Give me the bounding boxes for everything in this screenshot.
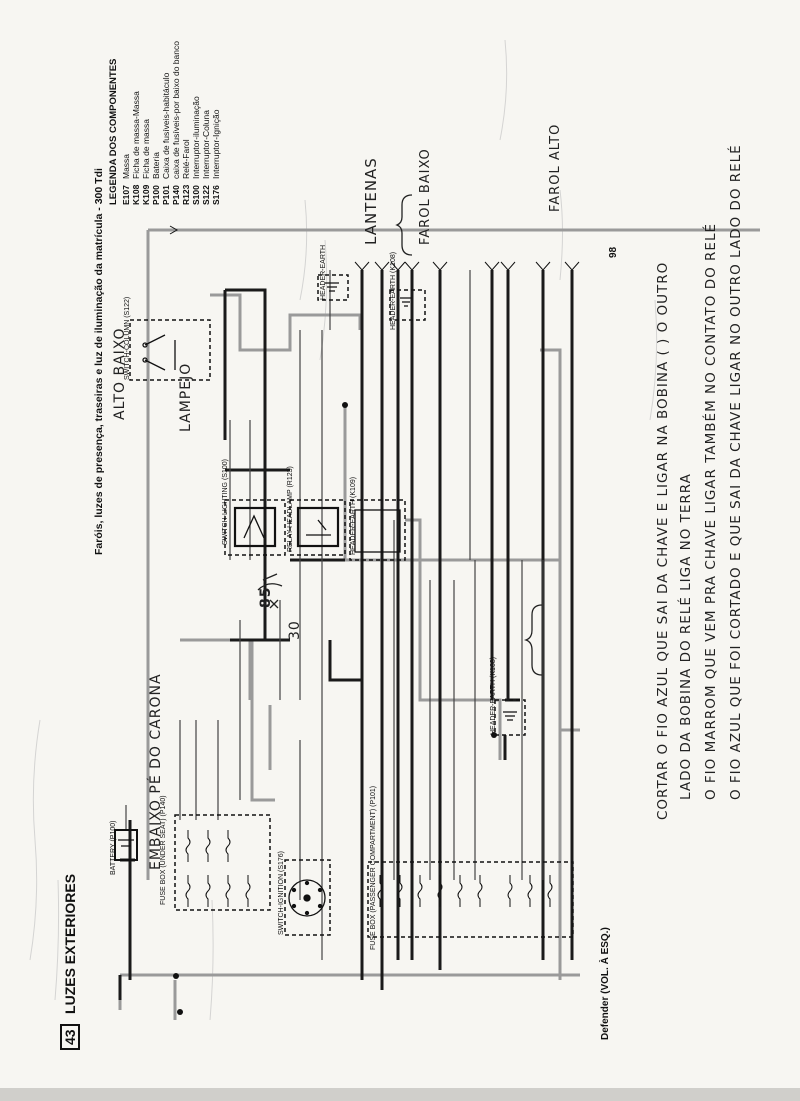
component-internals [114,282,517,917]
annotation-farol-baixo: FAROL BAIXO [418,148,433,245]
header-earth-box-c [317,274,349,301]
note-line-2: LADO DA BOBINA DO RELÉ LIGA NO TERRA [678,473,694,800]
wire-bundle-thin [125,270,544,960]
label-battery: BATTERY (P100) [110,820,117,875]
lamp-output-markers [169,225,580,271]
header-earth-box-d [494,699,526,736]
label-switch-lighting: SWITCH-LIGHTING (S100) [222,459,229,545]
annotation-farol-alto: FAROL ALTO [548,123,563,212]
note-line-3: O FIO MARROM QUE VEM PRA CHAVE LIGAR TAM… [703,223,719,800]
legend-item: E107Massa [121,153,131,205]
legend-item: S122Interruptor-Coluna [201,110,211,205]
note-line-1: CORTAR O FIO AZUL QUE SAI DA CHAVE E LIG… [655,261,671,820]
annotation-embaixo-pe: EMBAIXO PÉ DO CARONA [148,673,164,870]
label-header-earth-4: HEADER-EARTH (K108) [490,656,497,735]
label-switch-ignition: SWITCH-IGNITION (S176) [278,850,285,935]
legend-item: S176Interruptor-Ignição [211,109,221,205]
diagram-title: Faróis, luzes de presença, traseiras e l… [93,168,105,555]
legend-title: LEGENDA DOS COMPONENTES [108,58,119,205]
legend-item: P100Bateria [151,152,161,205]
label-header-earth-2: HEADER-EARTH (K109) [350,476,357,555]
label-relay-headlamp: RELAY-HEADLAMP (R123) [287,466,294,552]
annotation-lampejo: LAMPEJO [178,362,194,432]
annotation-85: 85 [258,586,274,608]
component-boxes [129,274,574,938]
annotation-alto-baixo: ALTO BAIXO [112,327,128,421]
label-header-earth-3: HEADER-EARTH (K108) [390,251,397,330]
bleed-through-marks [29,39,658,1021]
component-legend: LEGENDA DOS COMPONENTES E107Massa K108Fi… [108,41,221,205]
switch-ignition-box [284,859,331,936]
relay-headlamp-box [289,499,346,556]
legend-item: K109Ficha de massa [141,119,151,205]
legend-item: P140caixa de fusíveis-por baixo do banco [171,41,181,205]
fuse-box-seat [174,814,271,911]
switch-lighting-box [224,499,286,556]
legend-item: R123Relé-Farol [181,139,191,205]
legend-item: K108Ficha de massa-Massa [131,91,141,205]
annotation-30: 30 [287,620,303,640]
header-earth-box-b [389,289,426,321]
note-line-4: O FIO AZUL QUE FOI CORTADO E QUE SAI DA … [728,144,744,800]
section-title: LUZES EXTERIORES [62,873,78,1014]
section-number: 43 [60,1024,80,1050]
label-fuse-box-passenger: FUSE BOX (PASSENGER COMPARTMENT) (P101) [370,785,377,950]
splice-dots [173,402,497,1015]
page-number: 98 [608,246,619,258]
legend-item: P101Caixa de fusíveis-habitáculo [161,72,171,205]
handwritten-marks [257,194,543,676]
page-bottom-shadow [0,1088,800,1101]
page-footer: Defender (VOL. À ESQ.) [600,927,611,1040]
section-header: 43 LUZES EXTERIORES [60,874,80,1050]
switch-column-box [129,319,211,381]
header-earth-box-a [349,499,406,561]
label-header-earth: HEADER-EARTH [320,244,327,300]
fuses-passenger [377,875,553,907]
wire-bundle-grey [118,228,760,1020]
annotation-lanternas: LANTENAS [362,157,380,245]
legend-list: E107Massa K108Ficha de massa-Massa K109F… [121,41,221,205]
legend-item: S100Interruptor-iluminação [191,96,201,205]
fuses-seat [185,830,251,907]
